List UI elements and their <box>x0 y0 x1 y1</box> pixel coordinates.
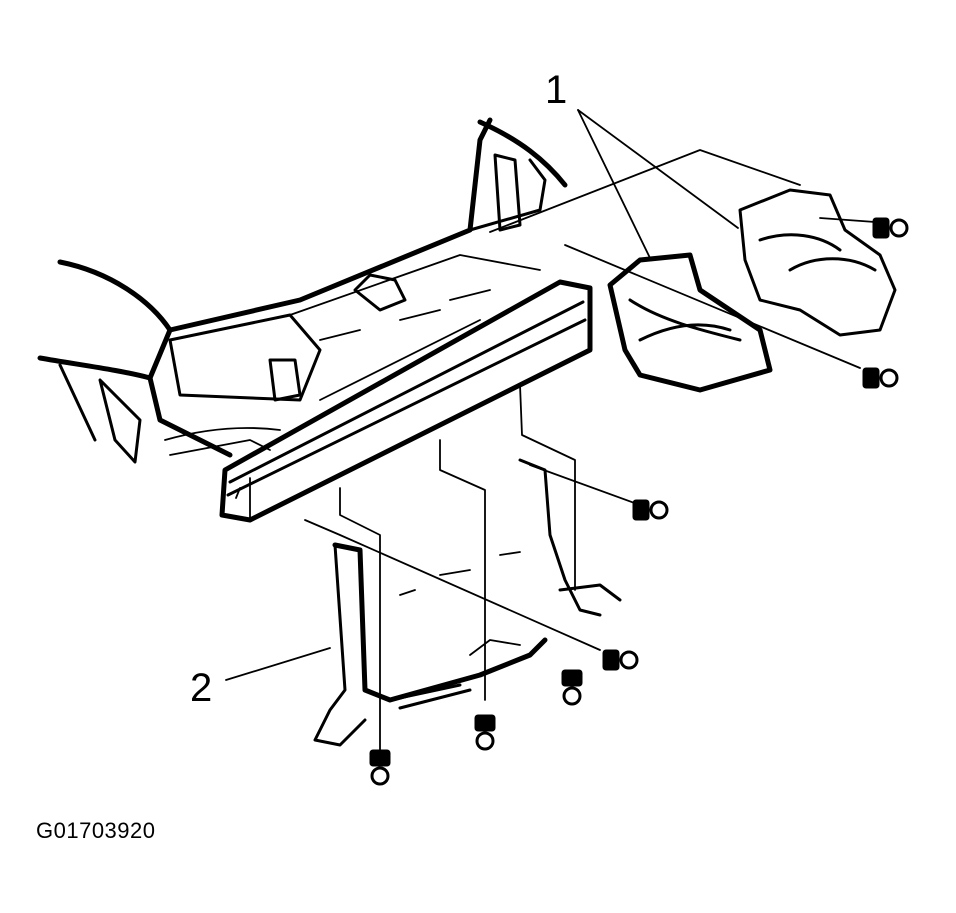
energy-absorber-brackets <box>607 188 897 393</box>
callout-label-1: 1 <box>545 68 568 112</box>
callout-label-2: 2 <box>190 666 213 710</box>
push-pin-icon <box>872 217 909 239</box>
push-pin-icon <box>561 669 583 706</box>
push-pin-icon <box>632 499 669 521</box>
fastener-pins <box>369 217 909 786</box>
push-pin-icon <box>602 649 639 671</box>
push-pin-icon <box>474 714 496 751</box>
figure-id: G01703920 <box>36 818 156 843</box>
lower-air-deflector <box>313 458 622 747</box>
push-pin-icon <box>862 367 899 389</box>
push-pin-icon <box>369 749 391 786</box>
bumper-impact-bar <box>219 279 593 523</box>
vehicle-front-body <box>37 117 568 464</box>
alignment-lines <box>304 149 876 751</box>
callout-leaders <box>225 109 739 681</box>
